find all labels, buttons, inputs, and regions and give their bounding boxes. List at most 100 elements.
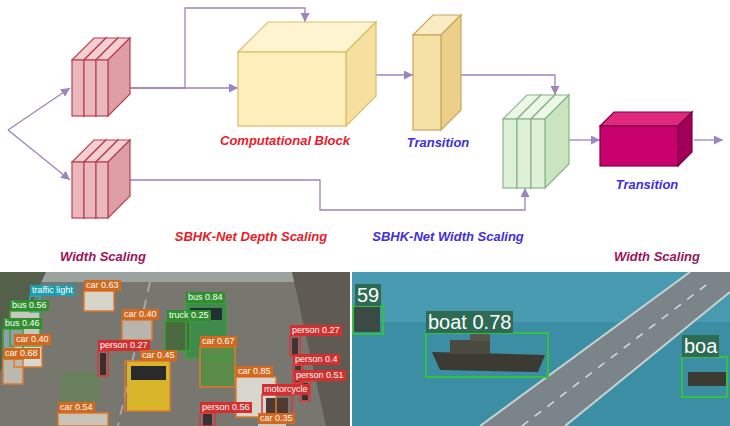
block-side-face (441, 15, 461, 130)
block-front-face (531, 119, 545, 188)
detection-box (200, 347, 235, 387)
detection-box (165, 321, 190, 351)
flow-arrow (130, 180, 525, 210)
detection-label: car 0.54 (58, 402, 95, 413)
detection-box (98, 351, 108, 376)
detection-box (682, 357, 727, 397)
detection-label: car 0.45 (140, 350, 177, 361)
detection-label: car 0.67 (200, 336, 237, 347)
traffic-photo (0, 272, 350, 426)
detection-box (353, 306, 383, 334)
block-label: Computational Block (220, 133, 350, 148)
person (100, 353, 106, 375)
detection-label: car 0.85 (236, 366, 273, 377)
detection-box (426, 333, 548, 377)
bridge-rail (565, 292, 730, 426)
boat-cabin (470, 333, 490, 341)
section-label: SBHK-Net Depth Scaling (175, 229, 327, 244)
section-label: SBHK-Net Width Scaling (372, 229, 524, 244)
detection-label: bus 0.56 (10, 300, 49, 311)
block-front-face (96, 162, 108, 218)
block-outline (413, 15, 461, 130)
flow-arrow (376, 74, 413, 75)
windshield (131, 366, 166, 380)
transition-block: Transition (413, 15, 461, 130)
block-shape (238, 22, 376, 126)
block-front-face (503, 119, 517, 188)
car (3, 359, 23, 384)
block-shape (72, 140, 130, 218)
car (84, 291, 114, 311)
detection-label: truck 0.25 (167, 310, 211, 321)
detection-box (122, 320, 152, 340)
person (292, 338, 298, 355)
block-top-face (600, 112, 692, 126)
block-front-face (96, 60, 108, 116)
block-shape (503, 95, 569, 188)
block-shape (72, 38, 130, 116)
block-side-face (678, 112, 692, 166)
block-front-face (238, 52, 346, 126)
rickshaw (60, 372, 100, 402)
car (200, 347, 235, 387)
bridge-road (480, 272, 730, 426)
road (0, 272, 350, 426)
car (127, 361, 170, 411)
detection-label: person 0.56 (200, 402, 252, 413)
detection-box (125, 361, 170, 411)
block-front-face (600, 126, 678, 166)
detection-label: bus 0.46 (3, 318, 42, 329)
car (122, 320, 152, 340)
detection-label: car 0.40 (14, 334, 51, 345)
block-label: Width Scaling (60, 249, 146, 264)
detection-label: bus 0.84 (186, 292, 225, 303)
detection-label: car 0.40 (122, 309, 159, 320)
width-scaling-block: Width Scaling (72, 140, 130, 218)
car (58, 413, 108, 426)
detection-label: person 0.4 (293, 354, 340, 365)
block-outline (72, 38, 130, 116)
detection-label: car 0.35 (258, 413, 295, 424)
block-side-face (108, 140, 130, 218)
input-split-line (8, 88, 70, 130)
output-line (694, 139, 723, 140)
width-scaling-block (503, 95, 569, 188)
detection-box (3, 359, 23, 384)
river-photo (352, 272, 730, 426)
block-front-face (72, 60, 84, 116)
block-side-face (545, 95, 569, 188)
detection-label: person 0.51 (294, 370, 346, 381)
flow-arrow (569, 139, 600, 140)
block-front-face (84, 162, 96, 218)
detection-label: car 0.68 (3, 348, 40, 359)
block-outline (72, 140, 130, 218)
detection-box (58, 413, 108, 426)
block-shape (413, 15, 461, 130)
block-front-face (517, 119, 531, 188)
flow-arrow (461, 75, 555, 95)
width-scaling-block (72, 38, 130, 116)
detection-box (84, 291, 114, 311)
transition-block: TransitionWidth Scaling (600, 112, 692, 166)
input-split-line (8, 130, 70, 180)
detection-label: 59 (355, 284, 381, 306)
detection-box (200, 413, 215, 426)
block-side-face (108, 38, 130, 116)
block-side-face (346, 22, 376, 126)
detection-label: motorcycle (262, 384, 310, 395)
block-label: Width Scaling (614, 249, 700, 264)
boat (688, 372, 726, 386)
water (352, 272, 730, 426)
detection-label: person 0.27 (290, 325, 342, 336)
detection-label: car 0.63 (84, 280, 121, 291)
block-label: Transition (407, 135, 470, 150)
detection-label: traffic light (30, 285, 75, 296)
block-outline (238, 22, 376, 126)
block-front-face (72, 162, 84, 218)
block-outline (600, 112, 692, 166)
block-front-face (413, 35, 441, 130)
block-outline (503, 95, 569, 188)
block-shape (600, 112, 692, 166)
computational-block: Computational Block (238, 22, 376, 126)
